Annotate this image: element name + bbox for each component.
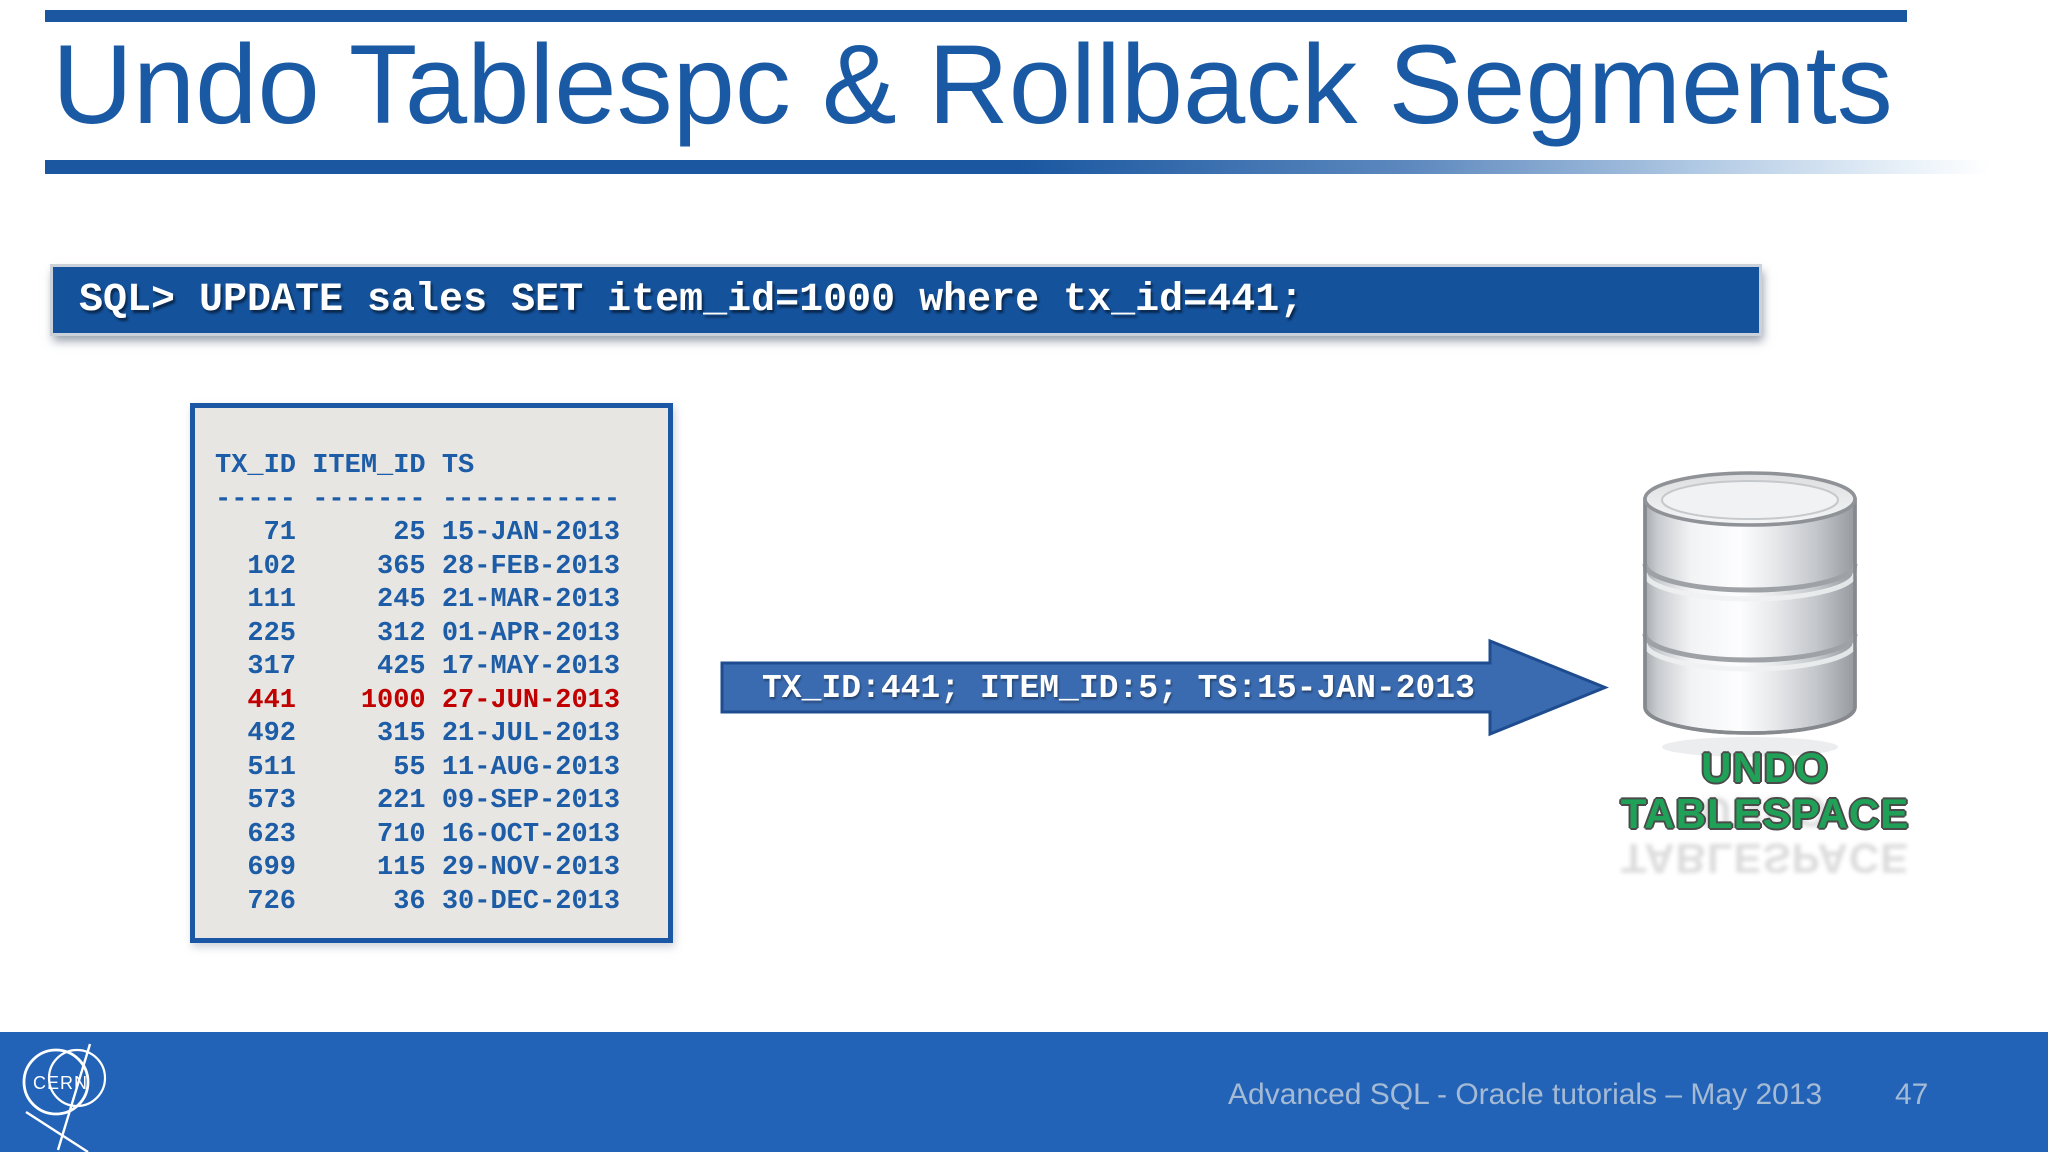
table-row: 225 312 01-APR-2013 [215,618,621,649]
top-accent-bar [45,10,1907,22]
sales-table-content: TX_ID ITEM_ID TS ----- ------- ---------… [195,408,668,919]
footer-bar [0,1032,2048,1152]
arrow-shape [720,638,1610,737]
cern-logo: CERN [22,1043,107,1152]
undo-tablespace-line2: TABLESPACE [1620,790,1910,837]
sql-command-box: SQL> UPDATE sales SET item_id=1000 where… [50,264,1762,336]
database-cylinder-icon [1642,471,1858,757]
table-row: 111 245 21-MAR-2013 [215,585,621,615]
table-row: 623 710 16-OCT-2013 [215,819,621,850]
table-body: 71 25 15-JAN-2013 102 365 28-FEB-2013 11… [215,517,668,919]
table-header-row: TX_ID ITEM_ID TS [215,451,475,481]
undo-reflection-line2: TABLESPACE [1620,835,1910,882]
table-row: 102 365 28-FEB-2013 [215,551,621,582]
table-separator-row: ----- ------- ----------- [215,484,621,515]
table-row: 573 221 09-SEP-2013 [215,786,621,816]
title-underline [45,160,1990,174]
slide-title: Undo Tablespc & Rollback Segments [52,22,1893,147]
table-row: 492 315 21-JUL-2013 [215,719,621,749]
table-row: 317 425 17-MAY-2013 [215,652,621,682]
undo-record-label: TX_ID:441; ITEM_ID:5; TS:15-JAN-2013 [762,669,1475,707]
table-row: 441 1000 27-JUN-2013 [215,685,621,716]
undo-flow-arrow [720,638,1610,737]
footer-page-number: 47 [1895,1078,1929,1111]
undo-tablespace-line1: UNDO [1701,744,1829,791]
table-row: 699 115 29-NOV-2013 [215,853,621,883]
cern-logo-text: CERN [33,1073,88,1093]
sql-command-text: SQL> UPDATE sales SET item_id=1000 where… [79,277,1304,323]
table-row: 511 55 11-AUG-2013 [215,752,621,783]
table-row: 726 36 30-DEC-2013 [215,886,621,917]
sales-table: TX_ID ITEM_ID TS ----- ------- ---------… [190,403,673,943]
table-row: 71 25 15-JAN-2013 [215,518,621,548]
undo-tablespace-label: UNDO TABLESPACE UNDO TABLESPACE [1570,744,1960,883]
footer-caption: Advanced SQL - Oracle tutorials – May 20… [1228,1078,1823,1111]
